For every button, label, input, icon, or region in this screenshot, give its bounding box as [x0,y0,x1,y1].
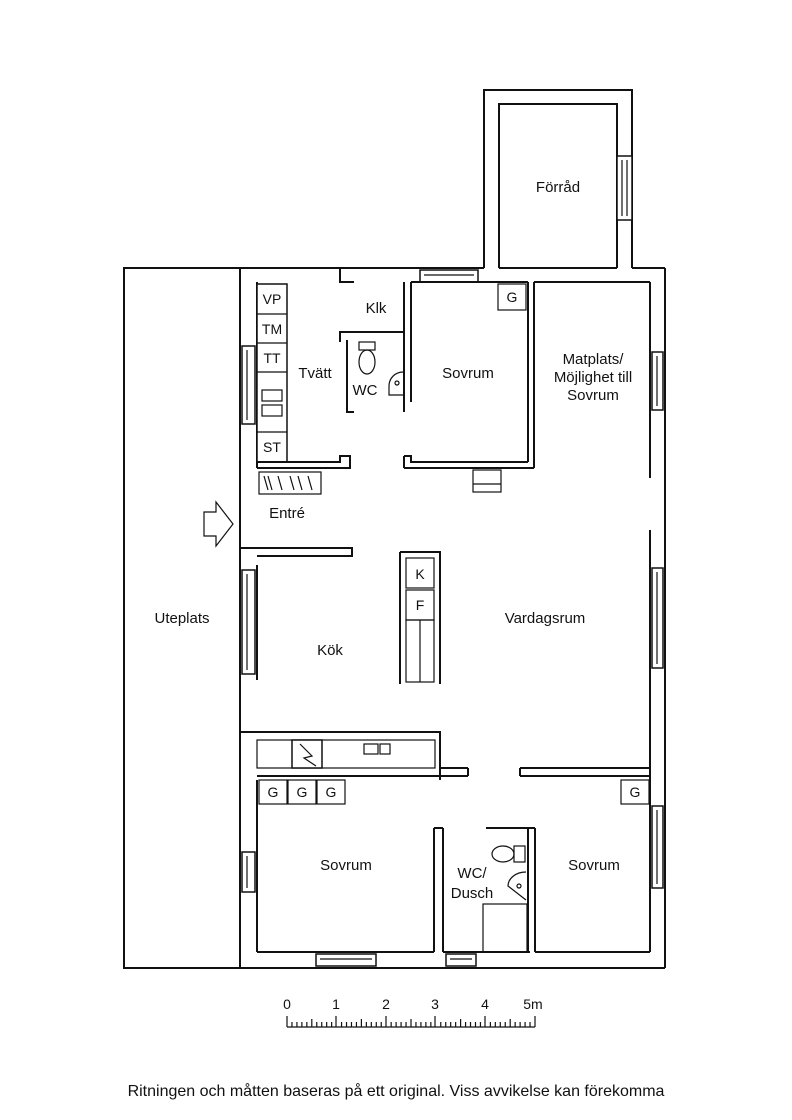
toilet-upper-icon [358,341,376,375]
fixture-label-f: F [416,597,425,613]
room-label-matplats-line2: Möjlighet till [554,369,632,386]
room-label-vardagsrum: Vardagsrum [505,610,586,627]
room-label-wc: WC [353,382,378,399]
windows [241,269,664,967]
scale-tick-label: 5m [523,996,542,1012]
fixture-label-st: ST [263,439,281,455]
room-label-matplats-line3: Sovrum [567,387,619,404]
sink-upper-icon [388,371,404,396]
room-label-matplats-line1: Matplats/ [563,351,625,368]
fixture-label-g-bottom-1: G [268,784,279,800]
exterior-walls [123,267,666,969]
fixture-label-g-bottom-3: G [326,784,337,800]
room-label-sovrum-bottom-right: Sovrum [568,857,620,874]
fixture-label-g-top: G [507,289,518,305]
room-label-wc-dusch-line1: WC/ [457,865,487,882]
sink-lower-icon [507,871,527,901]
scale-tick-label: 2 [382,996,390,1012]
room-label-sovrum-top: Sovrum [442,365,494,382]
room-label-entre: Entré [269,505,305,522]
entrance-arrow-icon [203,500,234,548]
scale-tick-label: 3 [431,996,439,1012]
fixture-label-k: K [415,566,425,582]
room-label-klk: Klk [366,300,387,317]
interior-walls-lower [258,779,650,953]
fixture-label-tt: TT [263,350,281,366]
room-label-forrad: Förråd [536,179,580,196]
room-label-wc-dusch-line2: Dusch [451,885,494,902]
scale-tick-label: 1 [332,996,340,1012]
fixture-label-g-bottom-2: G [297,784,308,800]
room-label-kok: Kök [317,642,343,659]
room-label-sovrum-bottom-left: Sovrum [320,857,372,874]
kitchen-counter [240,731,650,780]
storage-room-walls [483,89,633,268]
room-label-tvatt: Tvätt [298,365,332,382]
fixture-label-tm: TM [262,321,282,337]
fixture-label-g-bottom-right: G [630,784,641,800]
scale-bar: 0 1 2 3 4 5m [283,996,543,1028]
disclaimer-text: Ritningen och måtten baseras på ett orig… [127,1083,665,1100]
interior-walls-upper [240,268,650,557]
room-label-uteplats: Uteplats [154,610,209,627]
toilet-lower-icon [491,845,526,863]
fixture-label-vp: VP [263,291,282,307]
scale-tick-label: 4 [481,996,489,1012]
kitchen-island [399,551,441,684]
scale-tick-label: 0 [283,996,291,1012]
stove-icon [299,743,317,767]
